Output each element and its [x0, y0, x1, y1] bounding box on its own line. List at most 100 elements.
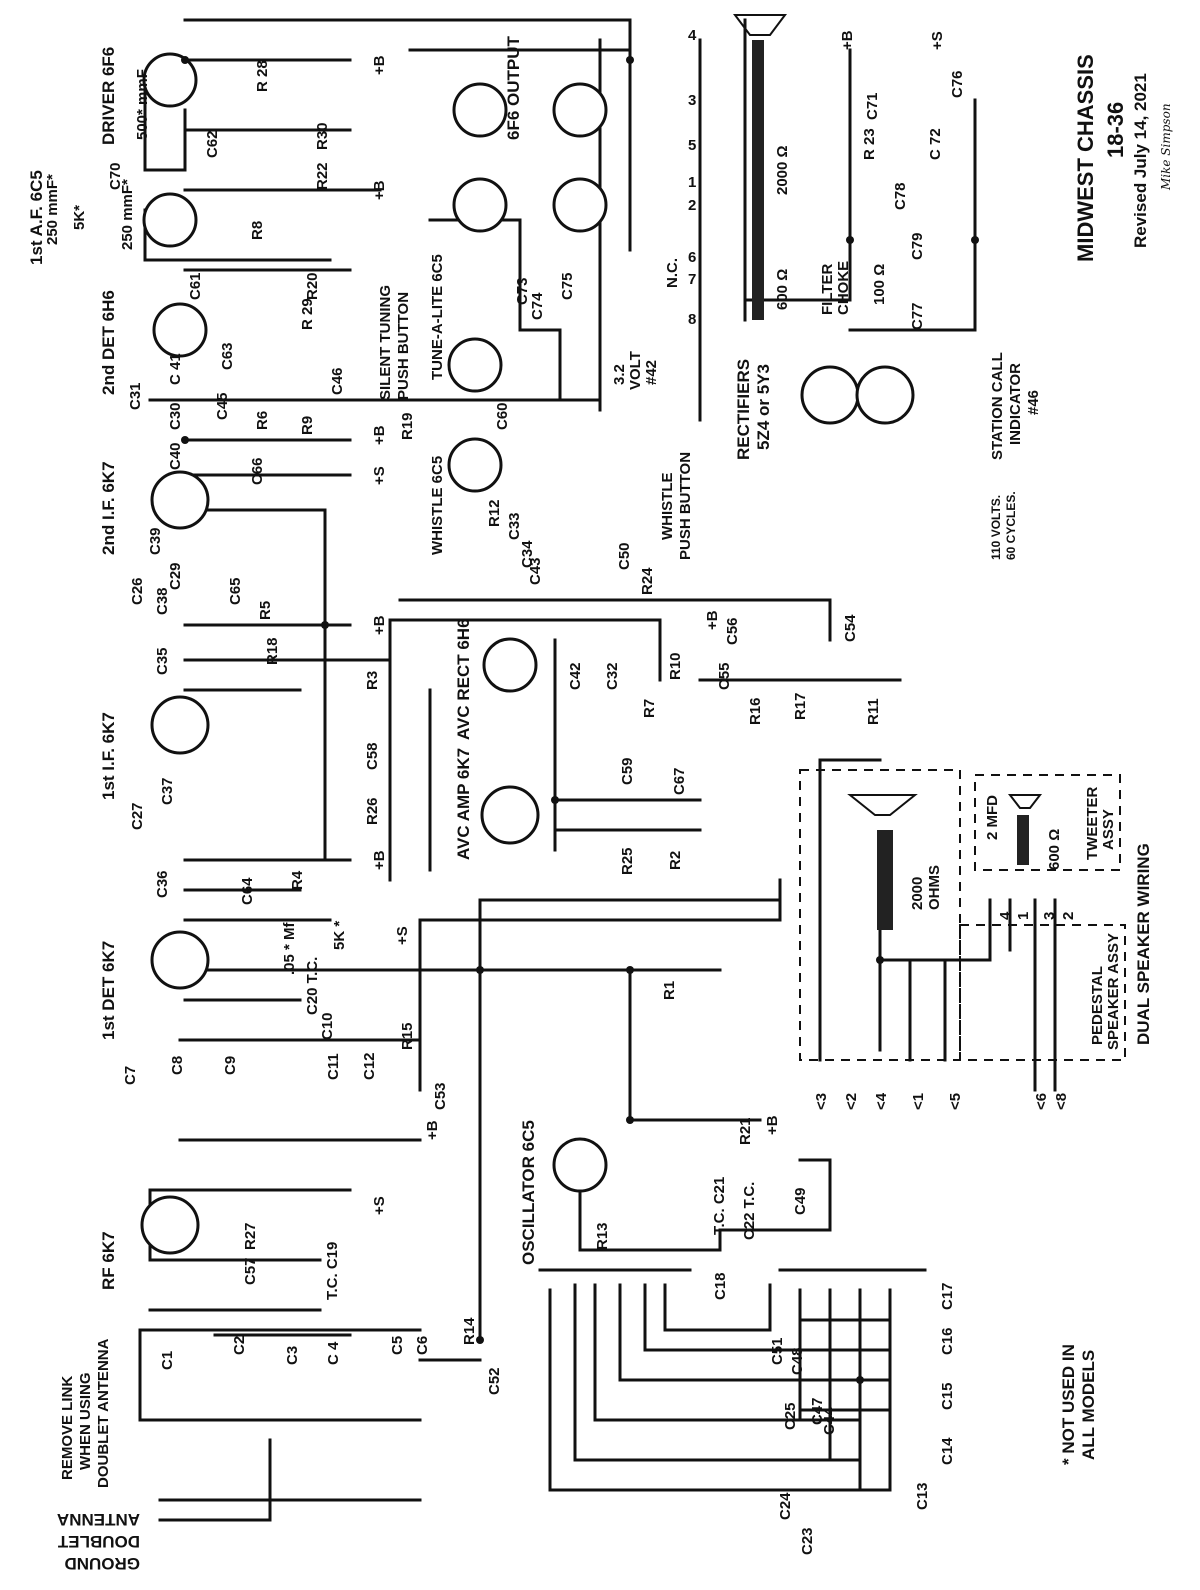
component-label: R8: [249, 220, 266, 240]
component-label: C 72: [927, 128, 944, 160]
antenna-terminal: ANTENNA: [56, 1510, 140, 1529]
stage-label-driver: DRIVER 6F6: [99, 46, 118, 145]
supply-b-osc: +B: [764, 1115, 781, 1135]
component-label: 500* mmF: [134, 69, 151, 140]
plug-pin-8: 8: [688, 311, 697, 328]
component-label: 250 mmF*: [44, 174, 61, 245]
component-label: C56: [724, 617, 741, 645]
component-label: C22 T.C.: [741, 1181, 758, 1240]
component-label: C14: [939, 1437, 956, 1465]
component-label: C35: [154, 647, 171, 675]
component-label: R20: [304, 272, 321, 300]
silent-tuning-label: SILENT TUNING: [377, 285, 394, 400]
plug-lead-2: <2: [843, 1092, 860, 1110]
silent-tuning-label-2: PUSH BUTTON: [395, 291, 412, 400]
component-label: C52: [486, 1367, 503, 1395]
component-label: C10: [319, 1012, 336, 1040]
component-label: C13: [914, 1482, 931, 1510]
component-label: .05 * Mf: [281, 922, 298, 975]
rectifier-types: 5Z4 or 5Y3: [754, 364, 773, 450]
component-label: C25: [782, 1402, 799, 1430]
component-label: R27: [242, 1222, 259, 1250]
plug-lead-1: <1: [910, 1092, 927, 1110]
stage-label-rectifiers: RECTIFIERS: [734, 358, 753, 460]
plug-lead-8: <8: [1053, 1092, 1070, 1110]
mains-voltage: 110 VOLTS.: [989, 494, 1003, 560]
component-label: C66: [249, 457, 266, 485]
wiring: [138, 18, 1057, 1522]
component-label: R1: [661, 980, 678, 1000]
component-label: R3: [364, 670, 381, 690]
component-label: C2: [231, 1335, 248, 1355]
supply-s-rf: +S: [371, 1196, 388, 1215]
stage-label-2nd-det: 2nd DET 6H6: [99, 290, 118, 395]
component-label: C44: [821, 1407, 838, 1435]
component-label: R21: [737, 1117, 754, 1145]
plug-lead-4: <4: [873, 1092, 890, 1110]
plug-pin-3: 3: [688, 92, 697, 109]
field-2000-label: 2000 Ω: [774, 145, 791, 195]
component-label: C51: [769, 1337, 786, 1365]
stage-label-1st-det: 1st DET 6K7: [99, 940, 118, 1040]
nc-label: N.C.: [664, 258, 681, 288]
doublet-terminal: DOUBLET: [57, 1532, 140, 1551]
component-label: R12: [486, 499, 503, 527]
component-label: C40: [167, 442, 184, 470]
plug-pin-5: 5: [688, 137, 697, 154]
stage-label-1st-if: 1st I.F. 6K7: [99, 712, 118, 800]
component-label: C74: [529, 292, 546, 320]
station-call-label-2: INDICATOR: [1007, 363, 1024, 445]
author-signature: Mike Simpson: [1159, 103, 1173, 190]
component-label: C79: [909, 232, 926, 260]
footnote-2: ALL MODELS: [1079, 1349, 1098, 1460]
component-label: R5: [257, 600, 274, 620]
stage-label-rf: RF 6K7: [99, 1231, 118, 1290]
plug-lead-6: <6: [1033, 1092, 1050, 1110]
component-label: T.C. C19: [324, 1241, 341, 1300]
component-label: R15: [399, 1022, 416, 1050]
supply-s-out: +S: [929, 31, 946, 50]
supply-b-det: +B: [371, 425, 388, 445]
tweeter-pin-2: 2: [1060, 911, 1077, 920]
stage-label-tune-a-lite: TUNE-A-LITE 6C5: [429, 254, 446, 380]
component-label: C63: [219, 342, 236, 370]
supply-s-2nd-if: +S: [371, 466, 388, 485]
choke-100-label: 100 Ω: [871, 263, 888, 305]
supply-b-rf: +B: [424, 1120, 441, 1140]
tweeter-coil: 600 Ω: [1046, 828, 1063, 870]
component-label: C17: [939, 1282, 956, 1310]
component-label: C65: [227, 577, 244, 605]
component-label: C20 T.C.: [304, 956, 321, 1015]
component-label: R30: [314, 122, 331, 150]
component-label: R 28: [254, 60, 271, 92]
whistle-push-button-label-2: PUSH BUTTON: [677, 451, 694, 560]
ground-terminal: GROUND: [64, 1554, 140, 1573]
pedestal-field: 2000: [909, 876, 926, 910]
component-label: C6: [414, 1335, 431, 1355]
component-label: C1: [159, 1350, 176, 1370]
plug-pin-7: 7: [688, 271, 697, 288]
model-number: 18-36: [1103, 101, 1128, 158]
component-label: C39: [147, 527, 164, 555]
component-label: C15: [939, 1382, 956, 1410]
component-label: R9: [299, 415, 316, 435]
component-label: 5K *: [331, 920, 348, 950]
component-label: R26: [364, 797, 381, 825]
component-label: R19: [399, 412, 416, 440]
component-label: C62: [204, 130, 221, 158]
lamp-number: #42: [643, 359, 660, 385]
component-label: C61: [187, 272, 204, 300]
tweeter-pin-1: 1: [1015, 911, 1032, 920]
dual-speaker-title: DUAL SPEAKER WIRING: [1134, 843, 1153, 1045]
tweeter-pin-4: 4: [997, 911, 1014, 920]
component-label: R22: [314, 162, 331, 190]
tubes: [140, 52, 915, 1255]
component-label: C42: [567, 662, 584, 690]
component-label: C78: [892, 182, 909, 210]
remove-link-note-2: WHEN USING: [77, 1372, 94, 1471]
remove-link-note-3: DOUBLET ANTENNA: [95, 1338, 112, 1488]
stage-label-whistle: WHISTLE 6C5: [429, 455, 446, 555]
component-label: C64: [239, 877, 256, 905]
component-label: C7: [122, 1065, 139, 1085]
